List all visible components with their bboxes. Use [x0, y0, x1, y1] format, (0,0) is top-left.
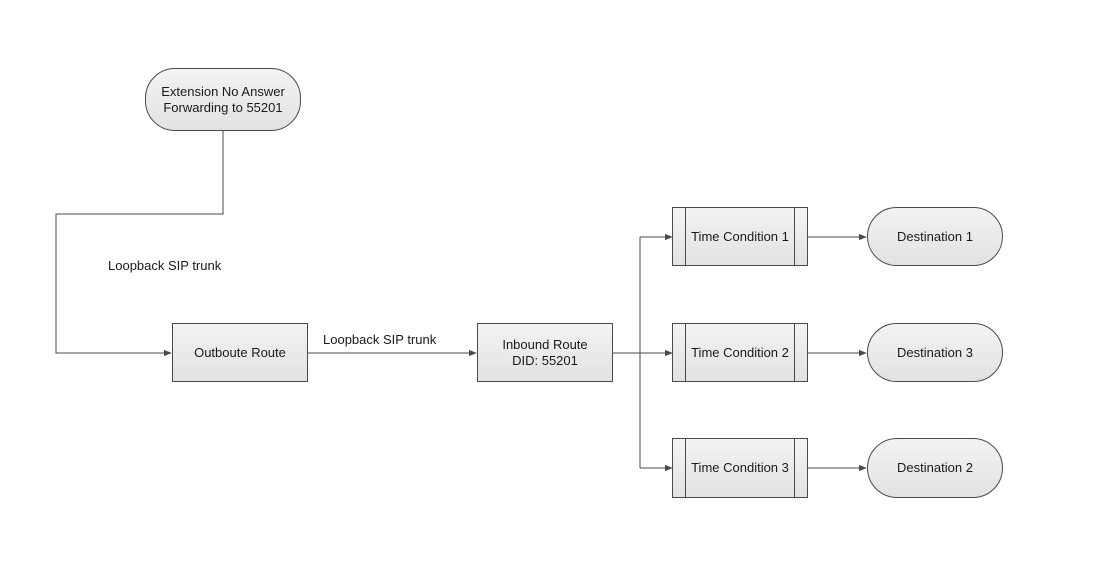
extension-no-answer-node: Extension No Answer Forwarding to 55201	[145, 68, 301, 131]
connector-extension-to-outbound	[55, 131, 224, 357]
inbound-route-node: Inbound Route DID: 55201	[477, 323, 613, 382]
time-condition-3-node: Time Condition 3	[672, 438, 808, 498]
outbound-route-node: Outboute Route	[172, 323, 308, 382]
loopback-sip-trunk-label-left: Loopback SIP trunk	[108, 258, 222, 273]
time-condition-1-node: Time Condition 1	[672, 207, 808, 266]
destination-1-node: Destination 1	[867, 207, 1003, 266]
destination-2-node: Destination 2	[867, 438, 1003, 498]
destination-3-node: Destination 3	[867, 323, 1003, 382]
loopback-sip-trunk-label-middle: Loopback SIP trunk	[323, 332, 437, 347]
time-condition-2-node: Time Condition 2	[672, 323, 808, 382]
